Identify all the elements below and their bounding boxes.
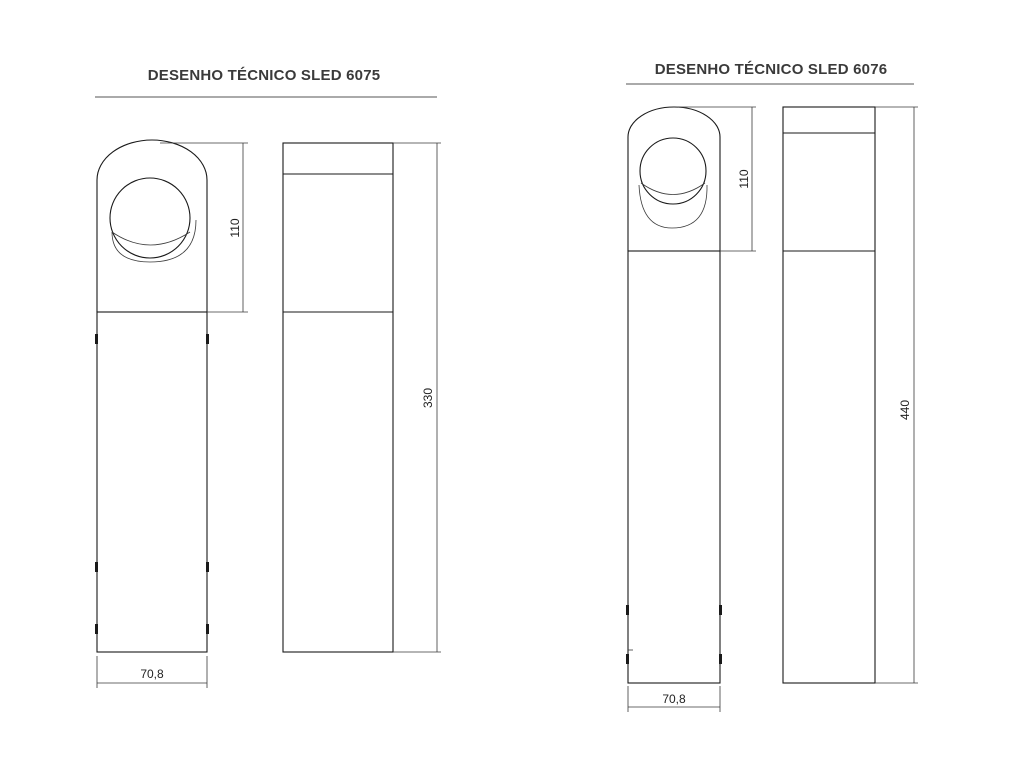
lens-recess [638,184,708,229]
side-notches [626,605,722,664]
width-label: 70,8 [140,667,164,681]
head-outline [96,139,208,312]
head-height-label: 110 [228,218,242,237]
side-outline [782,106,876,684]
side-outline [282,142,394,653]
drawing-sled-6075: DESENHO TÉCNICO SLED 6075 [95,67,441,688]
side-notches [95,334,209,634]
total-height-label: 440 [898,400,912,420]
total-height-dimension: 330 [393,142,441,653]
head-outline [627,106,721,251]
side-view [782,106,876,684]
width-dimension: 70,8 [96,656,208,688]
total-height-label: 330 [421,388,435,408]
lens-circle [639,137,707,205]
width-label: 70,8 [662,692,686,706]
body-outline [96,311,208,653]
lens-rim [640,182,706,195]
head-height-label: 110 [737,169,751,188]
total-height-dimension: 440 [875,106,918,684]
side-view [282,142,394,653]
lens-recess [111,219,197,263]
width-dimension: 70,8 [627,686,721,712]
drawing-sled-6076: DESENHO TÉCNICO SLED 6076 [626,61,918,712]
head-height-dimension: 110 [160,142,248,313]
head-height-dimension: 110 [678,106,756,252]
lens-circle [109,177,191,259]
lens-rim [111,231,191,246]
body-outline [627,250,721,684]
front-view: 70,8 [626,106,722,712]
drawing-title: DESENHO TÉCNICO SLED 6076 [655,61,888,78]
front-view: 70,8 [95,139,209,688]
drawing-title: DESENHO TÉCNICO SLED 6075 [148,67,381,84]
